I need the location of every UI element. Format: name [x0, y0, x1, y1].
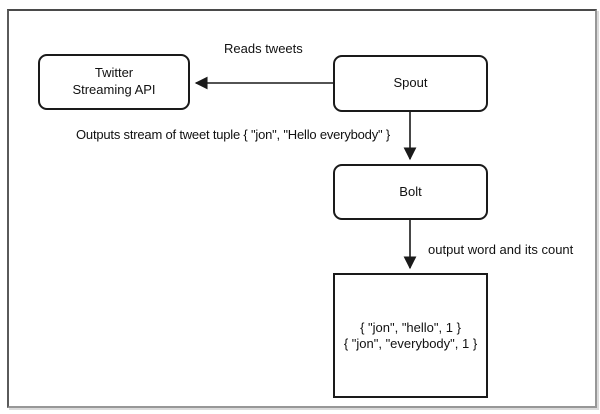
node-spout: Spout [333, 55, 488, 112]
diagram-border-frame [7, 9, 597, 408]
spout-node-label: Spout [393, 75, 428, 91]
twitter-node-label: Twitter Streaming API [72, 65, 155, 99]
edge-label-reads-tweets: Reads tweets [224, 41, 303, 56]
twitter-node-label-line1: Twitter [94, 65, 134, 81]
output-tuples-text: { "jon", "hello", 1 } { "jon", "everybod… [344, 320, 477, 351]
output-tuple-line2: { "jon", "everybody", 1 } [343, 335, 478, 351]
bolt-node-label: Bolt [399, 183, 422, 199]
node-output-tuples: { "jon", "hello", 1 } { "jon", "everybod… [333, 273, 488, 398]
node-bolt: Bolt [333, 164, 488, 220]
twitter-node-label-line2: Streaming API [72, 82, 156, 97]
edge-label-output-word-count: output word and its count [428, 242, 574, 257]
edge-label-outputs-stream: Outputs stream of tweet tuple { "jon", "… [76, 127, 390, 142]
output-tuple-line1: { "jon", "hello", 1 } [360, 320, 461, 336]
node-twitter-streaming-api: Twitter Streaming API [38, 54, 190, 110]
